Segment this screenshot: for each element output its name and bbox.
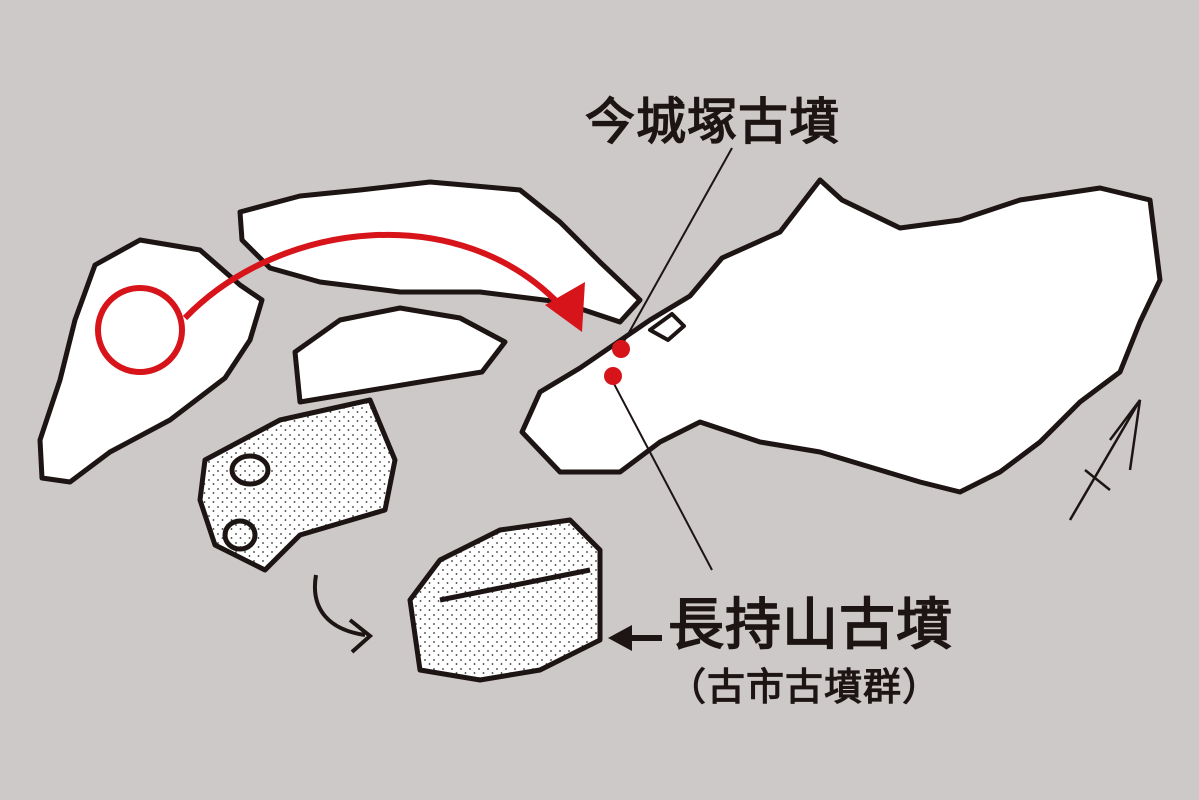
route-arrow-icon [182,231,563,321]
north-arrow-icon [1068,399,1142,521]
sarcophagus-icon [197,397,398,573]
label-imashirozuka: 今城塚古墳 [585,93,840,151]
label-furuichi-group: （古市古墳群） [668,665,942,709]
transition-arrow-icon [312,574,374,654]
island [648,312,686,342]
pointer-arrow-icon [608,625,662,651]
site-nagamochiyama-dot [604,367,622,385]
leader-imashirozuka [621,147,733,346]
shikoku [292,305,508,405]
site-imashirozuka-dot [612,340,630,358]
sarcophagus-icon [407,517,603,683]
route-arrowhead [545,282,585,332]
honshu-east [519,177,1163,495]
origin-circle [95,285,185,375]
leader-nagamochiyama [611,379,713,571]
label-nagamochiyama: 長持山古墳 [668,593,953,658]
